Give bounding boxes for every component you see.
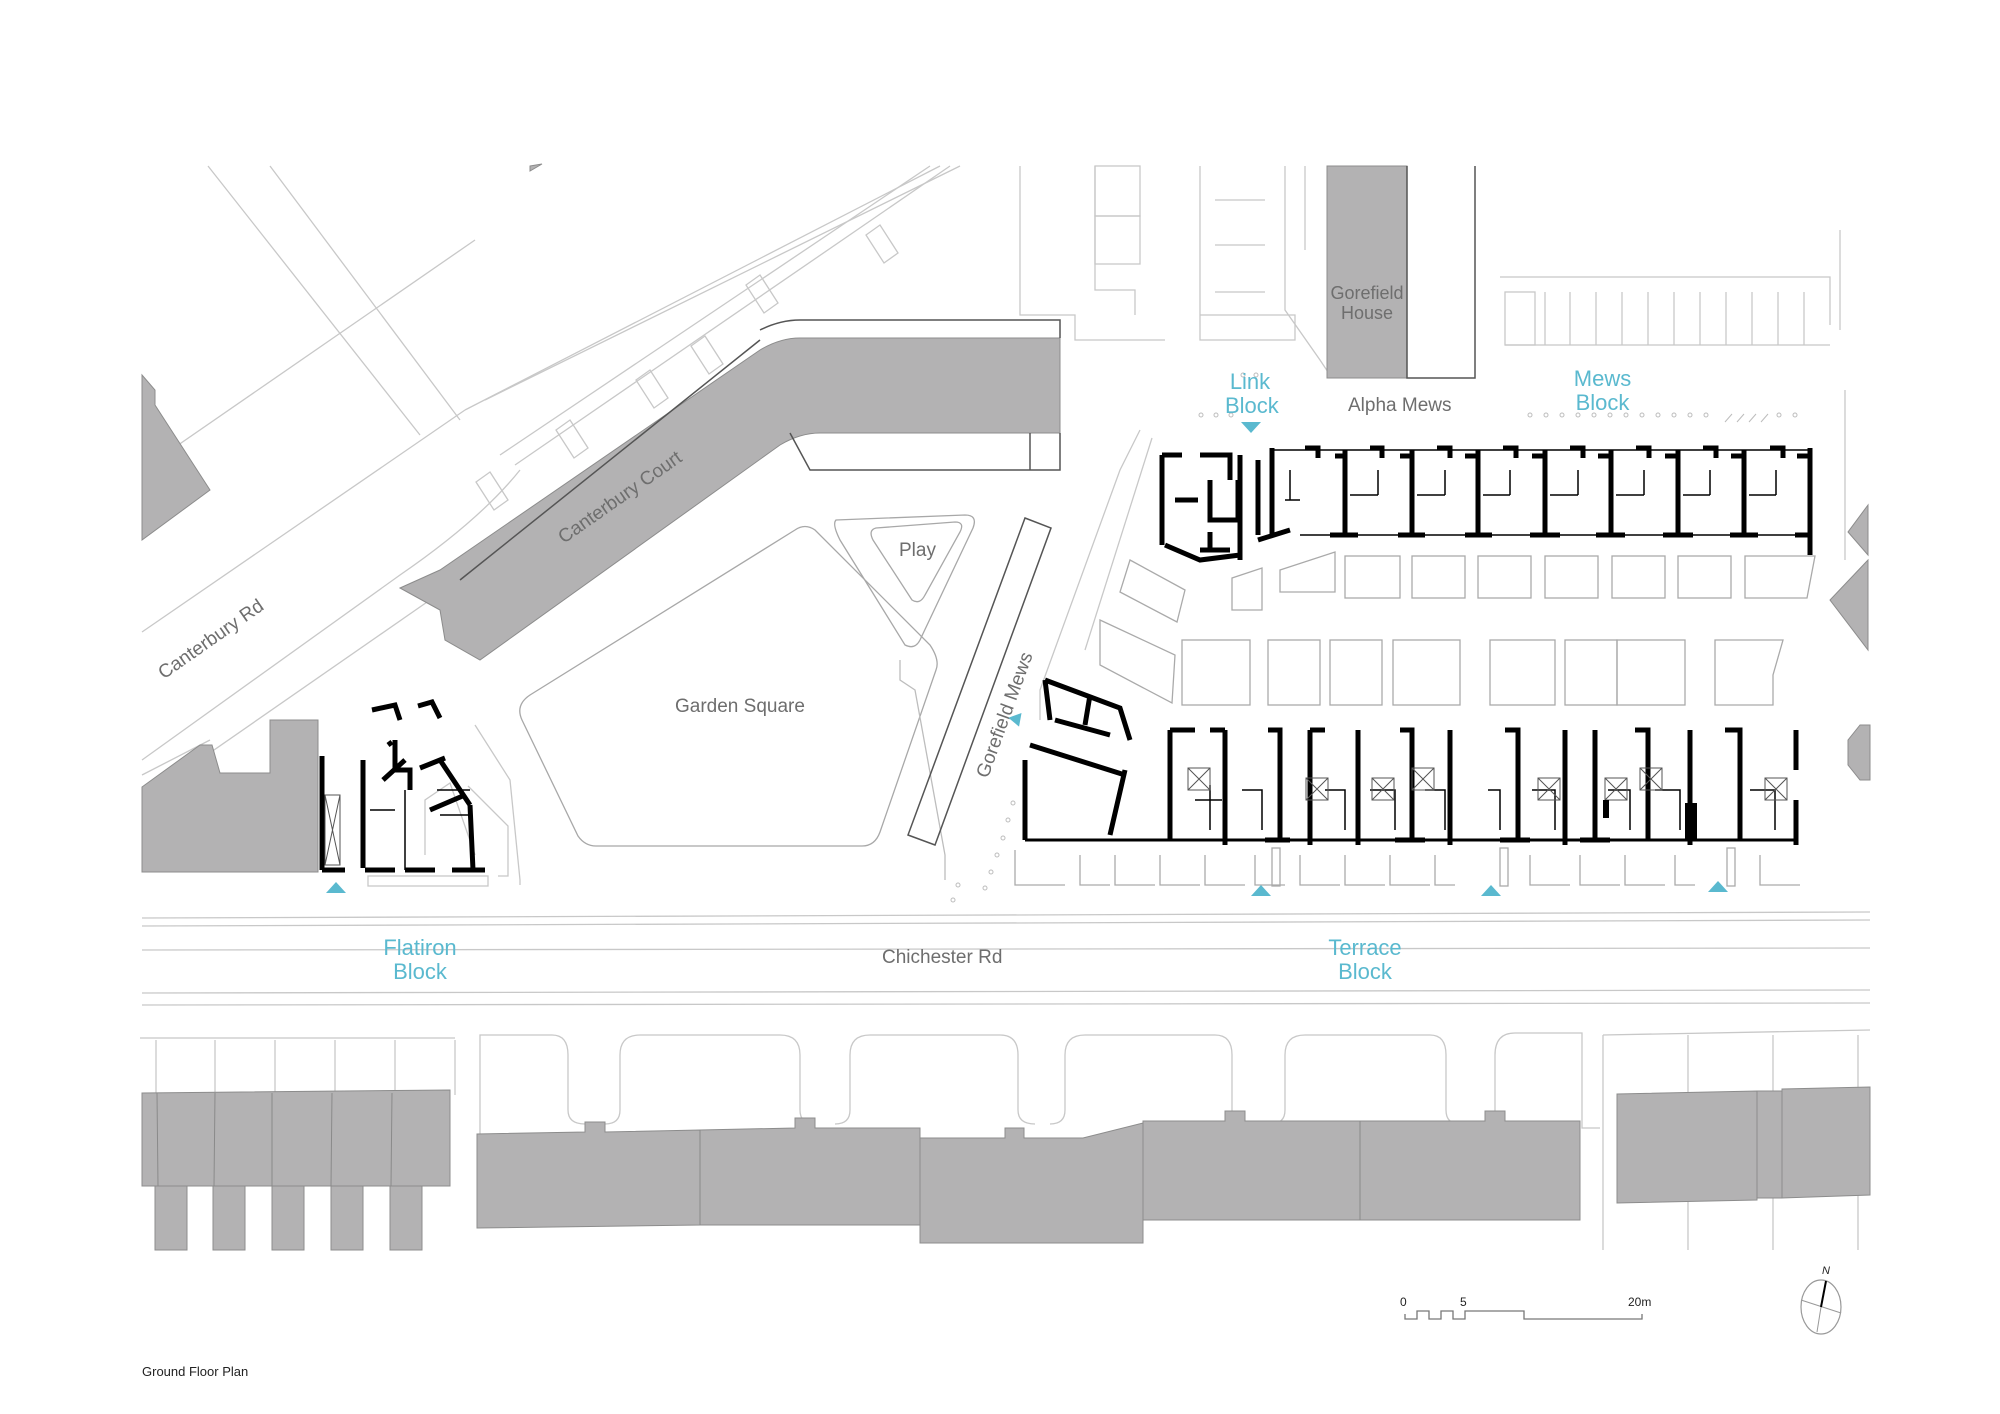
label-chichester-rd: Chichester Rd <box>882 947 1003 968</box>
label-terrace-block-line2: Block <box>1338 959 1392 985</box>
north-arrow <box>1800 1279 1842 1335</box>
label-gorefield-house: Gorefield House <box>1327 283 1407 324</box>
north-label: N <box>1822 1265 1830 1277</box>
label-alpha-mews: Alpha Mews <box>1348 395 1452 416</box>
entrance-arrow-terrace-2 <box>1481 885 1501 896</box>
label-link-block-line2: Block <box>1225 393 1279 419</box>
label-flatiron-block-line2: Block <box>393 959 447 985</box>
label-link-block-line1: Link <box>1229 369 1271 394</box>
new-building-walls <box>319 445 1813 873</box>
scale-tick-20m: 20m <box>1628 1295 1652 1309</box>
entrance-arrow-terrace-3 <box>1708 881 1728 892</box>
label-garden-square: Garden Square <box>675 696 805 717</box>
existing-buildings <box>141 163 1871 1251</box>
entrance-arrow-flatiron-block <box>326 882 346 893</box>
drawing-title: Ground Floor Plan <box>142 1364 249 1379</box>
label-play: Play <box>899 540 936 561</box>
context-linework <box>140 165 1871 1250</box>
label-mews-block-line1: Mews <box>1573 366 1632 391</box>
label-terrace-block-line1: Terrace <box>1328 935 1402 960</box>
label-gorefield-house-line1: Gorefield <box>1330 283 1404 303</box>
label-flatiron-block-line1: Flatiron <box>383 935 457 960</box>
entrance-arrow-link-block <box>1241 422 1261 433</box>
label-link-block: Link Block <box>1225 369 1279 419</box>
scale-tick-5: 5 <box>1460 1295 1467 1309</box>
label-terrace-block: Terrace Block <box>1325 935 1405 985</box>
scale-bar <box>1404 1310 1643 1320</box>
entrance-arrow-terrace-1 <box>1251 885 1271 896</box>
label-mews-block: Mews Block <box>1570 366 1635 416</box>
label-flatiron-block: Flatiron Block <box>380 935 460 985</box>
label-mews-block-line2: Block <box>1575 390 1630 416</box>
scale-tick-0: 0 <box>1400 1295 1407 1309</box>
pathway-dots <box>950 372 1798 903</box>
label-gorefield-house-line2: House <box>1340 302 1394 323</box>
